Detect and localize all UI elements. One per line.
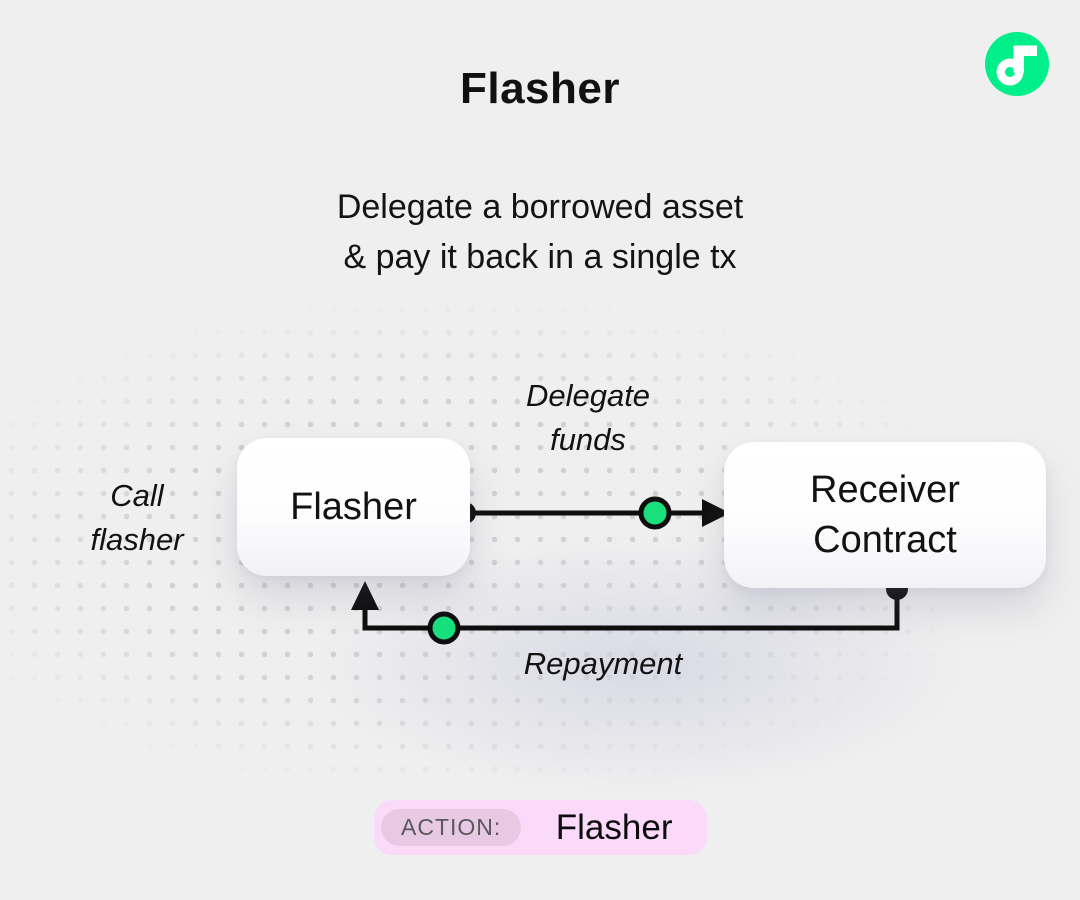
delegate-funds-arrow [454,496,730,530]
delegate-funds-label: Delegate funds [525,378,651,457]
flasher-node: Flasher [237,438,470,576]
repayment-token-dot [427,611,461,645]
flasher-node-label: Flasher [290,486,417,528]
receiver-contract-node: Receiver Contract [724,442,1046,588]
page-title: Flasher [459,64,620,113]
action-value: Flasher [555,807,673,847]
flow-logo-icon [985,32,1049,96]
action-pill: ACTION: Flasher [374,800,707,855]
page-subtitle: Delegate a borrowed asset & pay it back … [0,182,1080,282]
funds-token-dot [638,496,672,530]
subtitle-line-2: & pay it back in a single tx [343,238,737,276]
call-flasher-label: Call flasher [90,478,184,557]
arrowhead-up-icon [351,581,379,610]
subtitle-line-1: Delegate a borrowed asset [336,188,744,226]
action-label-badge: ACTION: [381,809,522,846]
repayment-label: Repayment [523,646,683,681]
receiver-node-label: Receiver Contract [810,469,960,561]
